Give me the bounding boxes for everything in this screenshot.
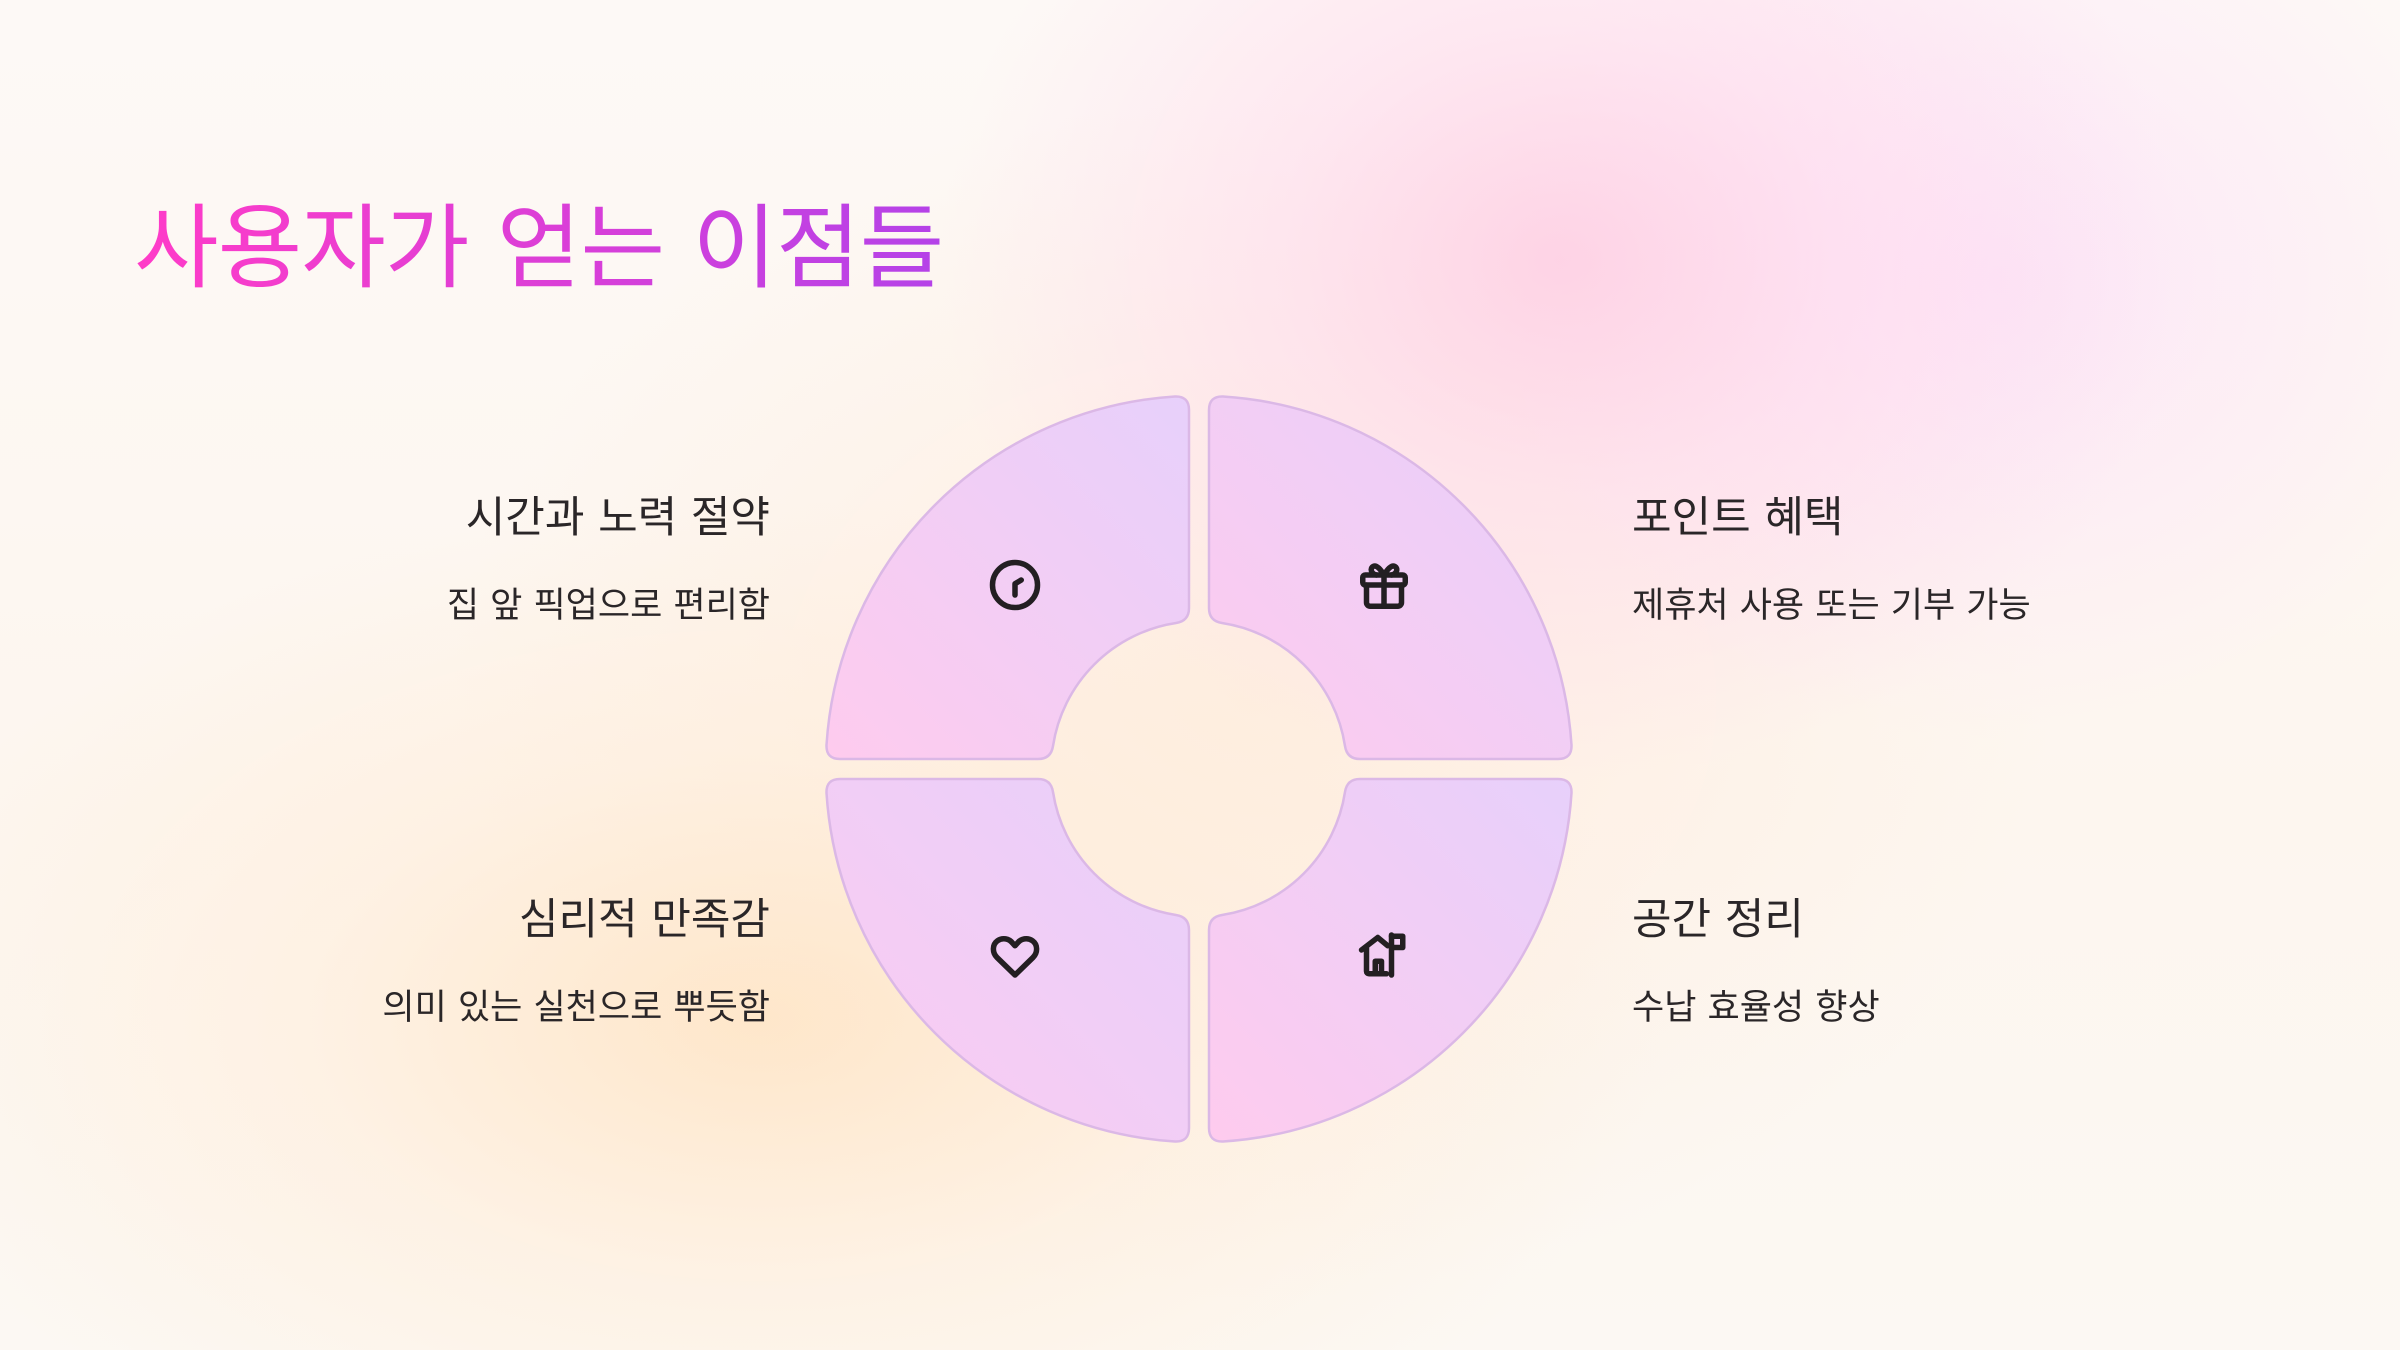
- slide-title: 사용자가 얻는 이점들: [134, 195, 944, 302]
- home-flag-icon: [1352, 923, 1416, 987]
- segment-time-saving[interactable]: [825, 395, 1191, 761]
- benefit-description: 의미 있는 실천으로 뿌듯함: [382, 988, 770, 1028]
- benefit-space-organization: 공간 정리 수납 효율성 향상: [1632, 892, 2272, 1032]
- benefit-title: 시간과 노력 절약: [465, 493, 770, 543]
- benefit-description: 수납 효율성 향상: [1632, 988, 1880, 1028]
- benefit-point-rewards: 포인트 혜택 제휴처 사용 또는 기부 가능: [1632, 490, 2272, 630]
- gift-icon: [1352, 553, 1416, 617]
- segment-psychological-satisfaction[interactable]: [825, 777, 1191, 1143]
- benefit-title: 포인트 혜택: [1632, 493, 1844, 543]
- benefit-description: 제휴처 사용 또는 기부 가능: [1632, 586, 2031, 626]
- benefit-title: 심리적 만족감: [518, 895, 770, 945]
- heart-icon: [983, 923, 1047, 987]
- clock-icon: [983, 553, 1047, 617]
- benefit-psychological-satisfaction: 심리적 만족감 의미 있는 실천으로 뿌듯함: [130, 892, 770, 1032]
- benefit-description: 집 앞 픽업으로 편리함: [446, 586, 770, 626]
- benefit-title: 공간 정리: [1632, 895, 1804, 945]
- benefit-time-saving: 시간과 노력 절약 집 앞 픽업으로 편리함: [130, 490, 770, 630]
